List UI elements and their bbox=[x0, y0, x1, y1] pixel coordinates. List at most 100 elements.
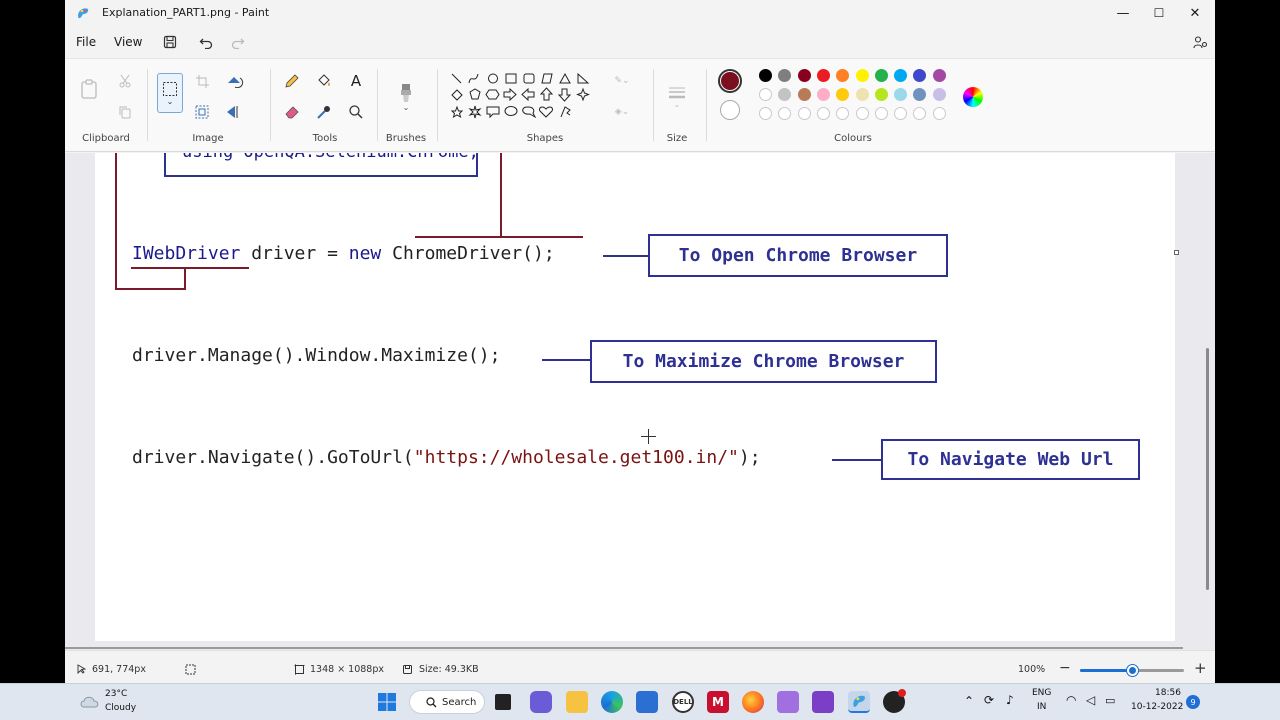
flip-icon[interactable] bbox=[225, 102, 245, 122]
volume-icon[interactable]: ◁ bbox=[1086, 693, 1096, 707]
close-button[interactable]: ✕ bbox=[1189, 5, 1201, 21]
clock-date[interactable]: 10-12-2022 bbox=[1131, 702, 1184, 712]
magnifier-icon[interactable] bbox=[346, 102, 366, 122]
outline-dropdown-icon[interactable]: ✎⌄ bbox=[614, 76, 630, 86]
colour-swatch[interactable] bbox=[874, 88, 888, 101]
shapes-gallery[interactable] bbox=[449, 71, 595, 123]
colour-swatch[interactable] bbox=[894, 88, 908, 101]
code-text: driver.Navigate().GoToUrl( bbox=[132, 447, 414, 468]
colour-swatch[interactable] bbox=[836, 69, 850, 82]
colour-swatch[interactable] bbox=[778, 88, 792, 101]
undo-icon[interactable] bbox=[196, 32, 216, 52]
colour-swatch[interactable] bbox=[874, 69, 888, 82]
copy-icon[interactable] bbox=[115, 102, 135, 122]
minimize-button[interactable]: — bbox=[1116, 5, 1130, 21]
paint-taskbar-icon[interactable] bbox=[848, 691, 870, 713]
microphone-icon[interactable]: ♪ bbox=[1006, 693, 1014, 707]
search-icon bbox=[426, 696, 437, 707]
colour-swatch[interactable] bbox=[913, 69, 927, 82]
paint-window: Explanation_PART1.png - Paint — ☐ ✕ File… bbox=[65, 0, 1215, 683]
edge-browser-icon[interactable] bbox=[601, 691, 623, 713]
clock-time[interactable]: 18:56 bbox=[1155, 688, 1181, 698]
paint-app-icon bbox=[78, 8, 89, 19]
visual-studio-2-icon[interactable] bbox=[812, 691, 834, 713]
colour-2[interactable] bbox=[720, 100, 740, 120]
select-tool-button[interactable]: ⌄ bbox=[157, 73, 183, 113]
colour-swatch[interactable] bbox=[797, 69, 811, 82]
maximize-button[interactable]: ☐ bbox=[1153, 6, 1165, 20]
empty-colour-swatch[interactable] bbox=[778, 107, 792, 120]
colour-swatch[interactable] bbox=[836, 88, 850, 101]
cloud-weather-icon[interactable] bbox=[79, 693, 101, 709]
start-windows-icon[interactable] bbox=[376, 691, 398, 713]
text-tool-icon[interactable]: A bbox=[350, 72, 362, 90]
size-button[interactable]: ⌄ bbox=[669, 87, 685, 109]
empty-colour-swatch[interactable] bbox=[874, 107, 888, 120]
taskbar-search-box[interactable]: Search bbox=[409, 690, 485, 714]
zoom-out-button[interactable]: − bbox=[1059, 660, 1071, 676]
edit-colours-icon[interactable] bbox=[963, 87, 983, 107]
empty-colour-swatch[interactable] bbox=[816, 107, 830, 120]
pencil-icon[interactable] bbox=[282, 71, 302, 91]
save-icon[interactable] bbox=[160, 32, 180, 52]
sync-icon[interactable]: ⟳ bbox=[984, 693, 995, 707]
dell-icon[interactable]: DELL bbox=[672, 691, 694, 713]
callout-maximize-browser: To Maximize Chrome Browser bbox=[590, 340, 937, 383]
colour-swatch[interactable] bbox=[759, 69, 772, 82]
colour-swatch[interactable] bbox=[816, 88, 830, 101]
empty-colour-swatch[interactable] bbox=[894, 107, 908, 120]
file-explorer-icon[interactable] bbox=[566, 691, 588, 713]
resize-icon[interactable] bbox=[192, 102, 212, 122]
colour-1-selected[interactable] bbox=[718, 69, 742, 93]
mcafee-icon[interactable]: M bbox=[707, 691, 729, 713]
vertical-scrollbar[interactable] bbox=[1206, 348, 1209, 590]
empty-colour-swatch[interactable] bbox=[836, 107, 850, 120]
redo-icon[interactable] bbox=[228, 32, 248, 52]
store-icon[interactable] bbox=[636, 691, 658, 713]
wifi-icon[interactable]: ◠ bbox=[1066, 693, 1077, 707]
colour-swatch[interactable] bbox=[816, 69, 830, 82]
empty-colour-swatch[interactable] bbox=[932, 107, 946, 120]
colour-swatch[interactable] bbox=[932, 69, 946, 82]
brushes-button[interactable]: ⌄ bbox=[396, 79, 416, 115]
account-settings-icon[interactable] bbox=[1190, 32, 1210, 52]
menu-file[interactable]: File bbox=[76, 35, 97, 49]
colour-swatch[interactable] bbox=[932, 88, 946, 101]
battery-icon[interactable]: ▭ bbox=[1105, 694, 1116, 707]
zoom-slider-thumb[interactable] bbox=[1126, 665, 1138, 676]
cut-icon[interactable] bbox=[115, 71, 135, 91]
crop-icon[interactable] bbox=[192, 71, 212, 91]
language-region[interactable]: IN bbox=[1037, 702, 1047, 712]
language-code[interactable]: ENG bbox=[1032, 688, 1052, 698]
chat-icon[interactable] bbox=[530, 691, 552, 713]
zoom-slider[interactable] bbox=[1080, 665, 1184, 676]
fill-bucket-icon[interactable] bbox=[314, 71, 334, 91]
firefox-icon[interactable] bbox=[742, 691, 764, 713]
empty-colour-swatch[interactable] bbox=[797, 107, 811, 120]
fill-dropdown-icon[interactable]: ◈⌄ bbox=[614, 107, 630, 117]
menu-view[interactable]: View bbox=[114, 35, 143, 49]
resize-handle[interactable] bbox=[1174, 250, 1179, 255]
zoom-in-button[interactable]: + bbox=[1194, 659, 1207, 677]
drawing-canvas[interactable]: using OpenQA.Selenium.Chrome; IWebDriver… bbox=[95, 153, 1175, 641]
colour-swatch[interactable] bbox=[797, 88, 811, 101]
colour-swatch[interactable] bbox=[778, 69, 792, 82]
colour-swatch[interactable] bbox=[855, 88, 869, 101]
empty-colour-swatch[interactable] bbox=[855, 107, 869, 120]
horizontal-scrollbar[interactable] bbox=[65, 647, 1183, 649]
colour-swatch[interactable] bbox=[759, 88, 772, 101]
empty-colour-swatch[interactable] bbox=[913, 107, 927, 120]
notification-badge[interactable]: 9 bbox=[1186, 695, 1200, 709]
colour-swatch[interactable] bbox=[894, 69, 908, 82]
visual-studio-icon[interactable] bbox=[777, 691, 799, 713]
paste-icon[interactable] bbox=[79, 79, 99, 99]
eraser-icon[interactable] bbox=[282, 102, 302, 122]
colour-swatch[interactable] bbox=[913, 88, 927, 101]
colour-swatch[interactable] bbox=[855, 69, 869, 82]
rotate-icon[interactable] bbox=[225, 71, 245, 91]
bracket-line bbox=[115, 153, 117, 290]
show-hidden-icons[interactable]: ⌃ bbox=[964, 694, 975, 708]
color-picker-icon[interactable] bbox=[314, 102, 334, 122]
task-view-icon[interactable] bbox=[495, 694, 511, 710]
empty-colour-swatch[interactable] bbox=[759, 107, 772, 120]
